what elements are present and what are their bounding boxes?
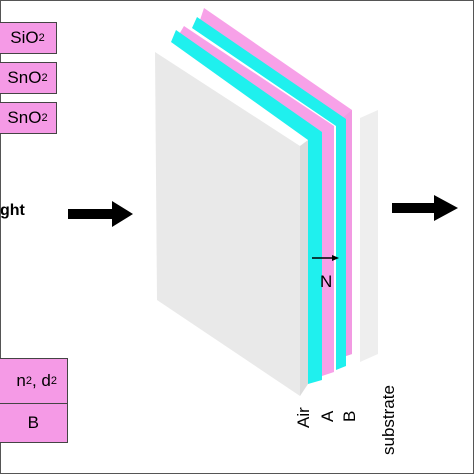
layer-a-front (171, 30, 322, 384)
light-label: ght (0, 202, 25, 219)
right-arrow-icon (392, 195, 458, 221)
substrate-slab (155, 52, 378, 396)
table-cell-b: B (0, 403, 68, 443)
right-arrow-icon (68, 201, 133, 227)
normal-vector-arrow (312, 255, 339, 261)
layer-label-air: Air (294, 407, 313, 428)
layer-label-a: A (318, 410, 337, 422)
normal-label: N (320, 272, 333, 291)
layer-a-cyan (192, 17, 346, 370)
layer-label-substrate: substrate (379, 385, 398, 455)
layer-label-b: B (340, 410, 359, 422)
